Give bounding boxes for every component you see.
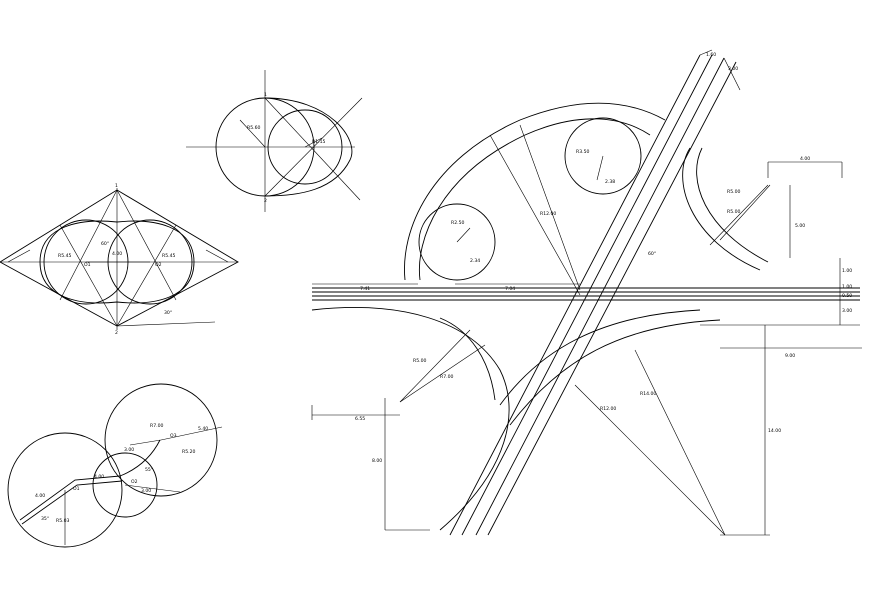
interchange-dim-label: 1.00 <box>842 284 852 290</box>
interchange-radius-label: R12.00 <box>540 211 556 217</box>
interchange-dim-label: 3.00 <box>842 308 852 314</box>
interchange-angle-label: 60° <box>648 251 656 257</box>
road-interchange: R2.50 2.34 R3.50 2.38 R12.00 R5.00 R5.00… <box>311 49 862 536</box>
interchange-dim-label: 14.00 <box>768 428 781 434</box>
curve-dim-label: 3.00 <box>141 488 151 494</box>
curve-angle-label: 55° <box>145 467 153 473</box>
ellipse-point-label: 2 <box>115 330 118 336</box>
interchange-dim-label: 7.04 <box>505 286 515 292</box>
interchange-radius-label: R14.00 <box>640 391 656 397</box>
interchange-radius-label: R7.00 <box>440 374 453 380</box>
ellipse-radius-label: R5.45 <box>162 253 175 259</box>
interchange-dim-label: 4.00 <box>800 156 810 162</box>
ellipse-angle-label: 30° <box>164 310 172 316</box>
ellipse-center-label: O1 <box>84 262 91 268</box>
interchange-dim-label: 3.00 <box>728 66 738 72</box>
oval-point-label: 1 <box>264 92 267 98</box>
curve-angle-label: 35° <box>41 516 49 522</box>
curve-center-label: O2 <box>131 479 138 485</box>
interchange-dim-label: 7.41 <box>360 286 370 292</box>
curve-radius-label: R7.00 <box>150 423 163 429</box>
ellipse-dim-label: 4.00 <box>112 251 122 257</box>
interchange-dim-label: 1.00 <box>842 268 852 274</box>
interchange-dim-label: 9.00 <box>785 353 795 359</box>
ellipse-in-rhombus: R5.45 R5.45 4.00 60° O1 O2 30° 1 2 <box>0 183 239 336</box>
interchange-radius-label: R5.00 <box>727 209 740 215</box>
ellipse-angle-label: 60° <box>101 241 109 247</box>
oval-point-label: 2 <box>264 198 267 204</box>
interchange-radius-label: R12.00 <box>600 406 616 412</box>
oval-construction: R5.60 R1.15 1 2 <box>186 70 363 212</box>
oval-radius-label: R1.15 <box>312 139 325 145</box>
ellipse-point-label: 1 <box>115 183 118 189</box>
curve-dim-label: 4.00 <box>35 493 45 499</box>
interchange-radius-label: R5.00 <box>413 358 426 364</box>
interchange-dim-label: 2.38 <box>605 179 615 185</box>
curve-radius-label: R5.03 <box>56 518 69 524</box>
curve-dim-label: 4.00 <box>94 474 104 480</box>
interchange-radius-label: R2.50 <box>451 220 464 226</box>
interchange-dim-label: 1.60 <box>706 52 716 58</box>
curve-radius-label: R5.20 <box>182 449 195 455</box>
interchange-radius-label: R3.50 <box>576 149 589 155</box>
oval-radius-label: R5.60 <box>247 125 260 131</box>
ellipse-radius-label: R5.45 <box>58 253 71 259</box>
interchange-radius-label: R5.00 <box>727 189 740 195</box>
ellipse-center-label: O2 <box>155 262 162 268</box>
interchange-dim-label: 0.50 <box>842 293 852 299</box>
curve-center-label: O3 <box>170 433 177 439</box>
curve-center-label: O1 <box>73 486 80 492</box>
interchange-dim-label: 2.34 <box>470 258 480 264</box>
curve-dim-label: 3.00 <box>124 447 134 453</box>
compound-curve: O1 O2 O3 R7.00 R5.20 R5.03 5.40 55° 35° … <box>7 383 223 548</box>
interchange-dim-label: 5.00 <box>795 223 805 229</box>
curve-dim-label: 5.40 <box>198 426 208 432</box>
interchange-dim-label: 8.00 <box>372 458 382 464</box>
interchange-dim-label: 6.55 <box>355 416 365 422</box>
